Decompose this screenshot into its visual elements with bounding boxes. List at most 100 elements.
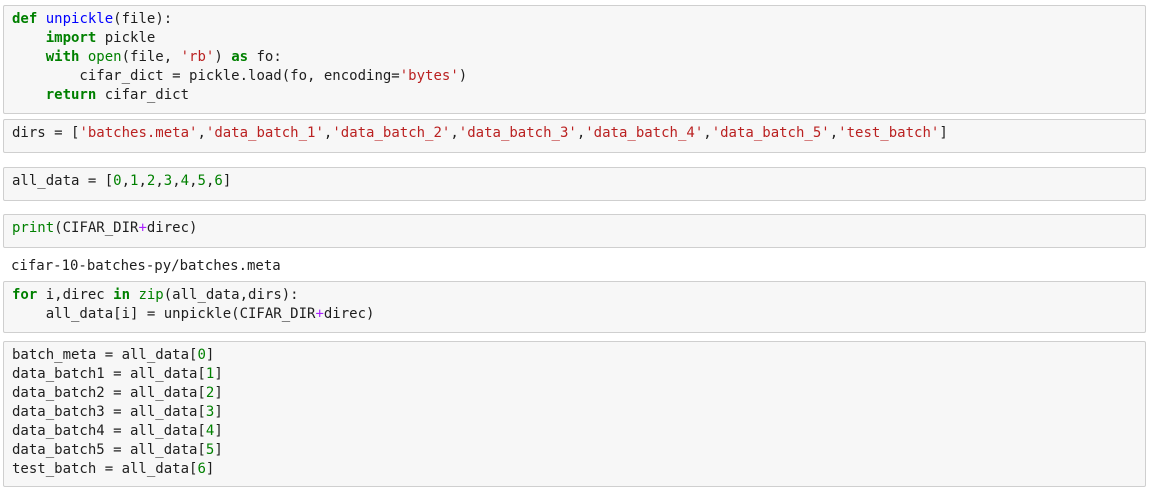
code-token: i,direc [37,287,114,303]
code-token: ) [458,68,468,84]
code-cell-dirs[interactable]: dirs = ['batches.meta','data_batch_1','d… [3,119,1146,153]
code-token: 0 [113,173,122,189]
output-area-print: cifar-10-batches-py/batches.meta [3,253,1146,279]
code-token: data_batch1 = all_data[ [12,366,206,382]
code-token: ] [214,404,223,420]
code-token: ] [214,442,223,458]
code-token: pickle [96,30,156,46]
code-line: def unpickle(file): [12,10,1137,29]
code-token: ] [214,423,223,439]
code-token: ] [205,461,215,477]
code-token: 5 [197,173,206,189]
code-token: zip [138,287,164,303]
code-token: ] [205,347,215,363]
code-cell-assign-batches[interactable]: batch_meta = all_data[0]data_batch1 = al… [3,341,1146,487]
code-token: , [450,125,459,141]
code-token: unpickle [45,11,114,27]
code-line: print(CIFAR_DIR+direc) [12,219,1137,238]
code-token [37,11,45,27]
code-token [12,49,46,65]
code-token: , [138,173,147,189]
code-token: + [138,220,147,236]
code-token: batch_meta = all_data[ [12,347,198,363]
code-token: 'test_batch' [838,125,940,141]
code-token: 1 [205,366,215,382]
code-line: cifar_dict = pickle.load(fo, encoding='b… [12,67,1137,86]
code-token: , [576,125,586,141]
code-token: ] [214,385,223,401]
code-token: 'data_batch_1' [205,125,324,141]
code-token: ) [214,49,232,65]
code-token: data_batch3 = all_data[ [12,404,206,420]
code-line: return cifar_dict [12,86,1137,105]
code-token: , [155,173,164,189]
code-token: with [45,49,80,65]
code-token: , [121,173,131,189]
code-token: , [829,125,839,141]
code-line: data_batch1 = all_data[1] [12,365,1137,384]
code-line: data_batch3 = all_data[3] [12,403,1137,422]
code-token: dirs = [ [12,125,80,141]
code-line: with open(file, 'rb') as fo: [12,48,1137,67]
code-line: data_batch5 = all_data[5] [12,441,1137,460]
code-token: in [113,287,131,303]
code-token: as [231,49,249,65]
code-token: 'batches.meta' [79,125,198,141]
code-token: all_data = [ [12,173,114,189]
code-cell-loop[interactable]: for i,direc in zip(all_data,dirs): all_d… [3,281,1146,333]
code-token: direc) [323,306,375,322]
code-token: 'data_batch_2' [332,125,451,141]
code-token [12,87,46,103]
code-line: all_data = [0,1,2,3,4,5,6] [12,172,1137,191]
code-token [12,30,46,46]
code-token: (file): [113,11,173,27]
code-token: data_batch4 = all_data[ [12,423,206,439]
code-token: 2 [146,173,156,189]
code-token: 6 [197,461,206,477]
code-token: pickle.load(fo, encoding= [180,68,400,84]
code-line: import pickle [12,29,1137,48]
code-token: test_batch = all_data[ [12,461,198,477]
code-token: ] [939,125,948,141]
code-line: batch_meta = all_data[0] [12,346,1137,365]
code-token: + [315,306,324,322]
code-line: dirs = ['batches.meta','data_batch_1','d… [12,124,1137,143]
code-cell-all-data[interactable]: all_data = [0,1,2,3,4,5,6] [3,167,1146,201]
output-text: cifar-10-batches-py/batches.meta [11,258,281,274]
code-token: all_data[i] = unpickle(CIFAR_DIR [12,306,316,322]
code-token: return [45,87,97,103]
code-token: , [172,173,181,189]
code-token: 4 [180,173,190,189]
code-token: 'data_batch_5' [711,125,830,141]
code-token: open [87,49,122,65]
code-line: test_batch = all_data[6] [12,460,1137,479]
code-token: 6 [214,173,223,189]
code-token: ] [214,366,223,382]
code-token: 3 [205,404,215,420]
code-token: = [172,68,181,84]
code-cell-print[interactable]: print(CIFAR_DIR+direc) [3,214,1146,248]
code-token: , [703,125,712,141]
code-token: 'rb' [180,49,215,65]
code-token: fo: [248,49,282,65]
code-cell-unpickle-def[interactable]: def unpickle(file): import pickle with o… [3,5,1146,114]
code-token: 4 [205,423,215,439]
code-token: cifar_dict [12,68,173,84]
code-token: data_batch5 = all_data[ [12,442,206,458]
code-token: direc) [146,220,198,236]
code-token: (all_data,dirs): [163,287,299,303]
code-token: , [205,173,215,189]
code-token: 2 [205,385,215,401]
code-token: , [197,125,206,141]
code-token: def [12,11,38,27]
code-token: for [12,287,38,303]
code-token: , [323,125,333,141]
code-token: 1 [130,173,139,189]
code-token: 'bytes' [399,68,459,84]
code-token: 0 [197,347,206,363]
code-token: cifar_dict [96,87,190,103]
code-token: , [189,173,198,189]
code-token: ] [222,173,232,189]
code-token: print [12,220,55,236]
code-line: data_batch2 = all_data[2] [12,384,1137,403]
